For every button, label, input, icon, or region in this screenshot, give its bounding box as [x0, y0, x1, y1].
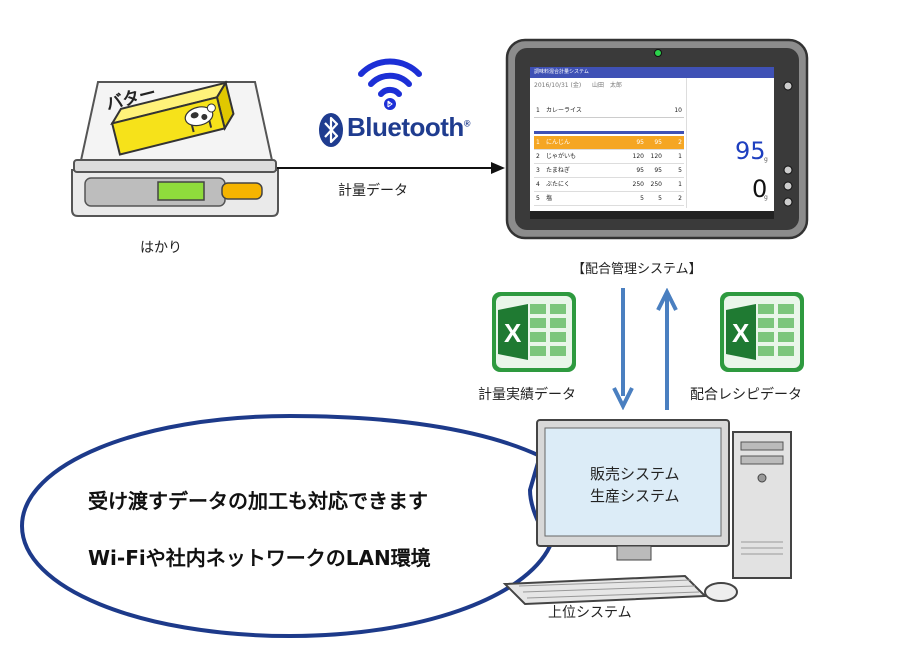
tablet-unit-2: g — [764, 194, 768, 201]
tablet-cell-c: 2 — [678, 139, 682, 146]
svg-text:X: X — [732, 318, 750, 348]
tablet-ingredient-row[interactable]: 2 じゃがいも 120 120 1 — [534, 150, 684, 164]
data-flow-arrow-right — [277, 162, 505, 174]
bluetooth-wordmark: Bluetooth® — [347, 112, 470, 142]
tablet-cell-name: ぶたにく — [546, 181, 570, 188]
tablet-cell-c: 5 — [678, 167, 682, 174]
arrow-down — [612, 288, 634, 410]
tablet-cell-c: 2 — [678, 195, 682, 202]
tablet-user: 山田 太郎 — [592, 82, 623, 89]
tablet-title-bar: 調味料混合計量システム — [530, 67, 774, 78]
tablet-screen: 調味料混合計量システム 2016/10/31 (金) 山田 太郎 1 カレーライ… — [530, 67, 774, 219]
tablet-cell-no: 3 — [536, 167, 540, 174]
tablet-cell-no: 2 — [536, 153, 540, 160]
bubble-line-2: Wi-Fiや社内ネットワークのLAN環境 — [88, 546, 431, 570]
host-system-label: 上位システム — [548, 605, 632, 621]
tablet-date: 2016/10/31 (金) — [534, 82, 582, 89]
system-label: 【配合管理システム】 — [572, 262, 702, 277]
tablet-ingredient-row[interactable]: 4 ぶたにく 250 250 1 — [534, 178, 684, 192]
tablet-divider — [686, 78, 687, 208]
desktop-computer — [502, 419, 792, 606]
tablet-cell-c: 1 — [678, 153, 682, 160]
wifi-signal-icon — [358, 58, 422, 110]
tablet-cell-c: 1 — [678, 181, 682, 188]
excel-icon: X — [720, 292, 804, 372]
tablet-cell-a: 95 — [636, 167, 644, 174]
actual-data-label: 計量実績データ — [478, 387, 576, 403]
tablet-cell-b: 5 — [658, 195, 662, 202]
tablet-cell-name: じゃがいも — [546, 153, 577, 160]
tablet-unit-1: g — [764, 156, 768, 163]
tablet-ingredient-row[interactable]: 1 にんじん 95 95 2 — [534, 136, 684, 150]
tablet-recipe-row[interactable]: 1 カレーライス 10 — [534, 105, 684, 118]
recipe-data-label: 配合レシピデータ — [690, 387, 802, 403]
arrow-up — [656, 288, 678, 410]
tablet-cell-a: 120 — [632, 153, 644, 160]
svg-text:X: X — [504, 318, 522, 348]
tablet-cell-a: 5 — [640, 195, 644, 202]
tablet-cell-no: 1 — [536, 139, 540, 146]
monitor-text-sales: 販売システム — [590, 465, 680, 483]
tablet-target-weight: 95 — [735, 137, 766, 165]
tablet-ingredient-row[interactable]: 3 たまねぎ 95 95 5 — [534, 164, 684, 178]
tablet-cell-name: 塩 — [546, 195, 553, 202]
weigh-data-label: 計量データ — [338, 183, 408, 199]
excel-icon: X — [492, 292, 576, 372]
monitor-text-production: 生産システム — [590, 487, 680, 505]
tablet-cell-a: 250 — [632, 181, 644, 188]
tablet-cell-b: 120 — [650, 153, 662, 160]
tablet-cell-b: 95 — [654, 139, 662, 146]
tablet-cell-b: 250 — [650, 181, 662, 188]
tablet-nav-bar — [530, 211, 774, 219]
tablet-cell-b: 95 — [654, 167, 662, 174]
tablet-cell-no: 4 — [536, 181, 540, 188]
scale-illustration — [71, 80, 279, 217]
bubble-line-1: 受け渡すデータの加工も対応できます — [88, 489, 428, 513]
scale-label: はかり — [140, 240, 182, 256]
butter-box — [110, 80, 235, 156]
tablet-current-weight: 0 — [752, 175, 768, 203]
bluetooth-logo-icon — [319, 113, 343, 147]
tablet-cell-name: にんじん — [546, 139, 571, 146]
tablet-cell-no: 5 — [536, 195, 540, 202]
speech-bubble — [20, 414, 552, 638]
tablet-cell-name: たまねぎ — [546, 167, 570, 174]
tablet-cell-a: 95 — [636, 139, 644, 146]
tablet-table-header — [534, 131, 684, 134]
